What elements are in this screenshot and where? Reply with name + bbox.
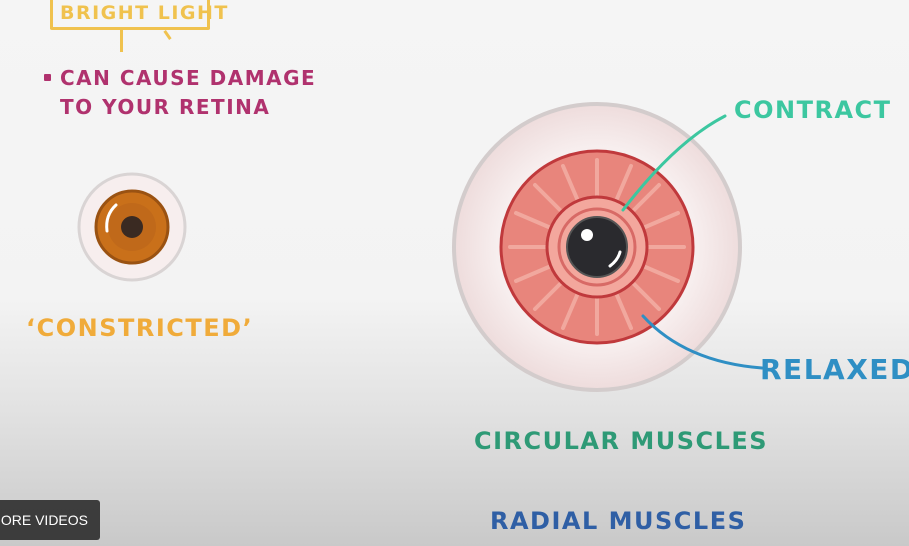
sign-post-tick xyxy=(163,30,172,40)
more-videos-button[interactable]: MORE VIDEOS xyxy=(0,500,100,540)
warning-line-2: TO YOUR RETINA xyxy=(60,95,271,119)
relaxed-pointer xyxy=(641,314,764,370)
bright-light-label: BRIGHT LIGHT xyxy=(60,2,229,24)
contract-pointer xyxy=(621,114,727,212)
warning-bullet xyxy=(44,74,51,81)
radial-muscles-label: RADIAL MUSCLES xyxy=(490,507,747,535)
constricted-label: ‘CONSTRICTED’ xyxy=(26,314,254,342)
more-videos-label: MORE VIDEOS xyxy=(0,512,88,528)
contract-label: CONTRACT xyxy=(734,96,892,124)
circular-muscles-label: CIRCULAR MUSCLES xyxy=(474,427,769,455)
constricted-eye-icon xyxy=(77,172,187,282)
bright-light-sign xyxy=(50,0,210,30)
relaxed-label: RELAXED xyxy=(760,353,909,386)
warning-line-1: CAN CAUSE DAMAGE xyxy=(60,66,317,90)
iris-muscles-diagram xyxy=(452,102,742,392)
sign-post xyxy=(120,30,123,52)
